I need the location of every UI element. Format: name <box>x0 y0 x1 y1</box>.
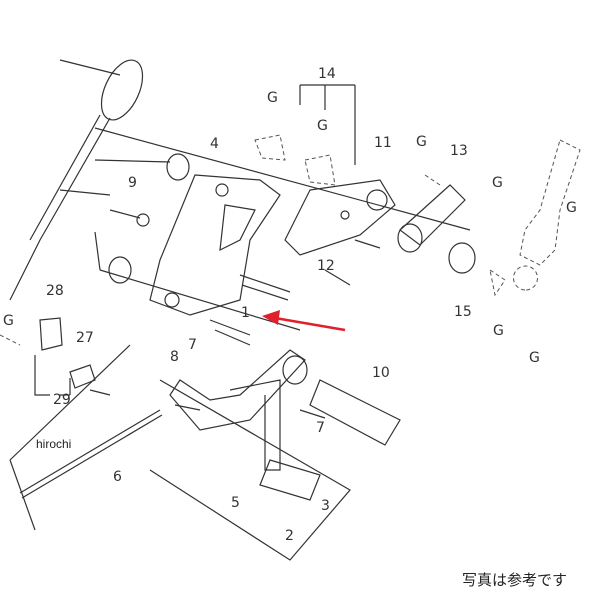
label-2: 2 <box>285 528 294 544</box>
footpeg-10 <box>309 379 401 446</box>
label-7: 7 <box>188 337 197 353</box>
label-5: 5 <box>231 495 240 511</box>
label-3: 3 <box>321 498 330 514</box>
label-g: G <box>3 313 14 329</box>
g-parts <box>0 134 538 346</box>
footpeg-2 <box>259 459 321 501</box>
label-g: G <box>529 350 540 366</box>
label-g: G <box>492 175 503 191</box>
label-14: 14 <box>318 66 336 82</box>
rod-end-28 <box>39 317 111 396</box>
leader-lines <box>59 127 471 331</box>
label-g: G <box>566 200 577 216</box>
label-8: 8 <box>170 349 179 365</box>
spacer <box>166 153 190 181</box>
label-g: G <box>317 118 328 134</box>
label-12: 12 <box>317 258 335 274</box>
watermark: hirochi <box>36 437 72 451</box>
label-15: 15 <box>454 304 472 320</box>
label-6: 6 <box>113 469 122 485</box>
reference-note: 写真は参考です <box>462 571 568 589</box>
label-28: 28 <box>46 283 64 299</box>
shift-rod-6 <box>19 409 163 499</box>
link-13 <box>399 184 466 246</box>
shift-lever-outline <box>519 139 581 266</box>
label-g: G <box>416 134 427 150</box>
bracket-plate-4 <box>149 174 281 316</box>
label-4: 4 <box>210 136 219 152</box>
label-9: 9 <box>128 175 137 191</box>
frame-lines <box>9 344 351 561</box>
spacer <box>108 256 132 284</box>
mirror-part <box>100 59 144 121</box>
spacer-15 <box>448 242 476 274</box>
label-10: 10 <box>372 365 390 381</box>
mirror-stem <box>9 114 111 301</box>
label-29: 29 <box>53 392 71 408</box>
label-1: 1 <box>241 305 250 321</box>
bolts <box>109 209 381 419</box>
label-7: 7 <box>316 420 325 436</box>
label-13: 13 <box>450 143 468 159</box>
label-g: G <box>267 90 278 106</box>
bracket-plate-11 <box>284 179 396 256</box>
label-11: 11 <box>374 135 392 151</box>
red-arrow-head <box>262 310 280 325</box>
label-27: 27 <box>76 330 94 346</box>
label-g: G <box>493 323 504 339</box>
red-arrow <box>274 316 346 332</box>
